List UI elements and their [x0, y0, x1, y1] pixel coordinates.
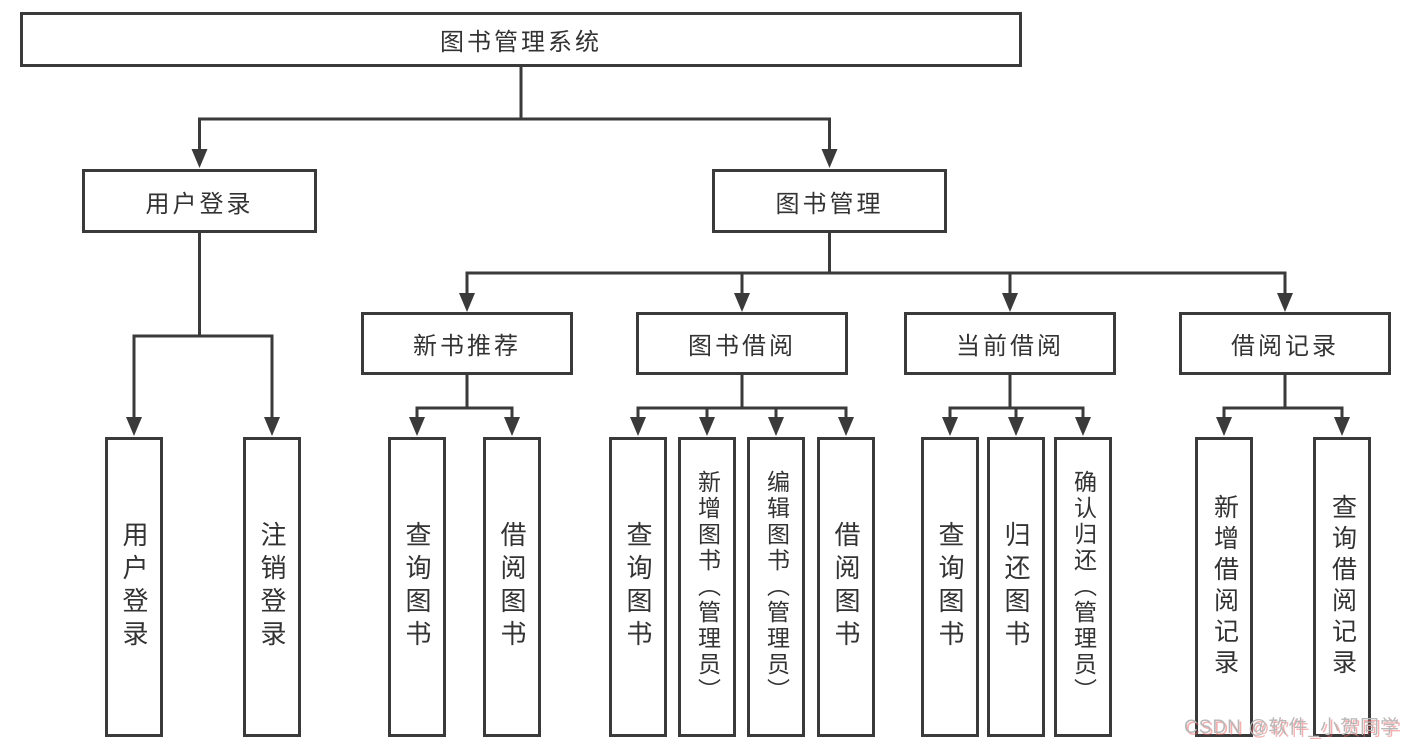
leaf-confirm-return-admin: 确认归还（管理员） [1054, 437, 1112, 737]
node-borrow-records-label: 借阅记录 [1231, 333, 1339, 360]
node-root: 图书管理系统 [20, 12, 1022, 67]
node-book-management: 图书管理 [712, 169, 947, 233]
node-user-login-label: 用户登录 [145, 190, 254, 218]
leaf-user-login: 用户登录 [105, 437, 163, 737]
leaf-edit-books-admin: 编辑图书（管理员） [747, 437, 805, 737]
leaf-query-books-borrow: 查询图书 [609, 437, 667, 737]
node-current-borrow: 当前借阅 [904, 312, 1116, 375]
leaf-query-books-recommend-label: 查询图书 [402, 521, 432, 653]
node-borrow-records: 借阅记录 [1179, 312, 1391, 375]
leaf-query-borrow-record: 查询借阅记录 [1313, 437, 1371, 737]
leaf-add-books-admin: 新增图书（管理员） [678, 437, 736, 737]
leaf-return-books-label: 归还图书 [1001, 521, 1031, 653]
leaf-borrow-books-label: 借阅图书 [831, 521, 861, 653]
leaf-add-books-admin-label: 新增图书（管理员） [694, 470, 721, 704]
leaf-borrow-books: 借阅图书 [817, 437, 875, 737]
leaf-logout-login-label: 注销登录 [257, 521, 287, 653]
node-new-book-recommend-label: 新书推荐 [413, 333, 521, 360]
leaf-return-books: 归还图书 [987, 437, 1045, 737]
csdn-watermark: CSDN @软件_小贺同学 [1184, 717, 1400, 738]
leaf-logout-login: 注销登录 [243, 437, 301, 737]
leaf-borrow-books-recommend-label: 借阅图书 [497, 521, 527, 653]
leaf-add-borrow-record-label: 新增借阅记录 [1210, 494, 1239, 680]
leaf-query-books-recommend: 查询图书 [388, 437, 446, 737]
leaf-query-books-borrow-label: 查询图书 [623, 521, 653, 653]
leaf-edit-books-admin-label: 编辑图书（管理员） [763, 470, 790, 704]
leaf-confirm-return-admin-label: 确认归还（管理员） [1070, 470, 1097, 704]
node-root-label: 图书管理系统 [440, 29, 602, 56]
leaf-user-login-label: 用户登录 [119, 521, 149, 653]
leaf-add-borrow-record: 新增借阅记录 [1195, 437, 1253, 737]
leaf-query-borrow-record-label: 查询借阅记录 [1328, 494, 1357, 680]
node-current-borrow-label: 当前借阅 [956, 333, 1064, 360]
node-book-borrow: 图书借阅 [636, 312, 848, 375]
leaf-query-books-current-label: 查询图书 [935, 521, 965, 653]
node-new-book-recommend: 新书推荐 [361, 312, 573, 375]
leaf-query-books-current: 查询图书 [921, 437, 979, 737]
node-book-borrow-label: 图书借阅 [688, 333, 796, 360]
leaf-borrow-books-recommend: 借阅图书 [483, 437, 541, 737]
node-user-login: 用户登录 [82, 169, 317, 233]
node-book-management-label: 图书管理 [775, 190, 884, 218]
